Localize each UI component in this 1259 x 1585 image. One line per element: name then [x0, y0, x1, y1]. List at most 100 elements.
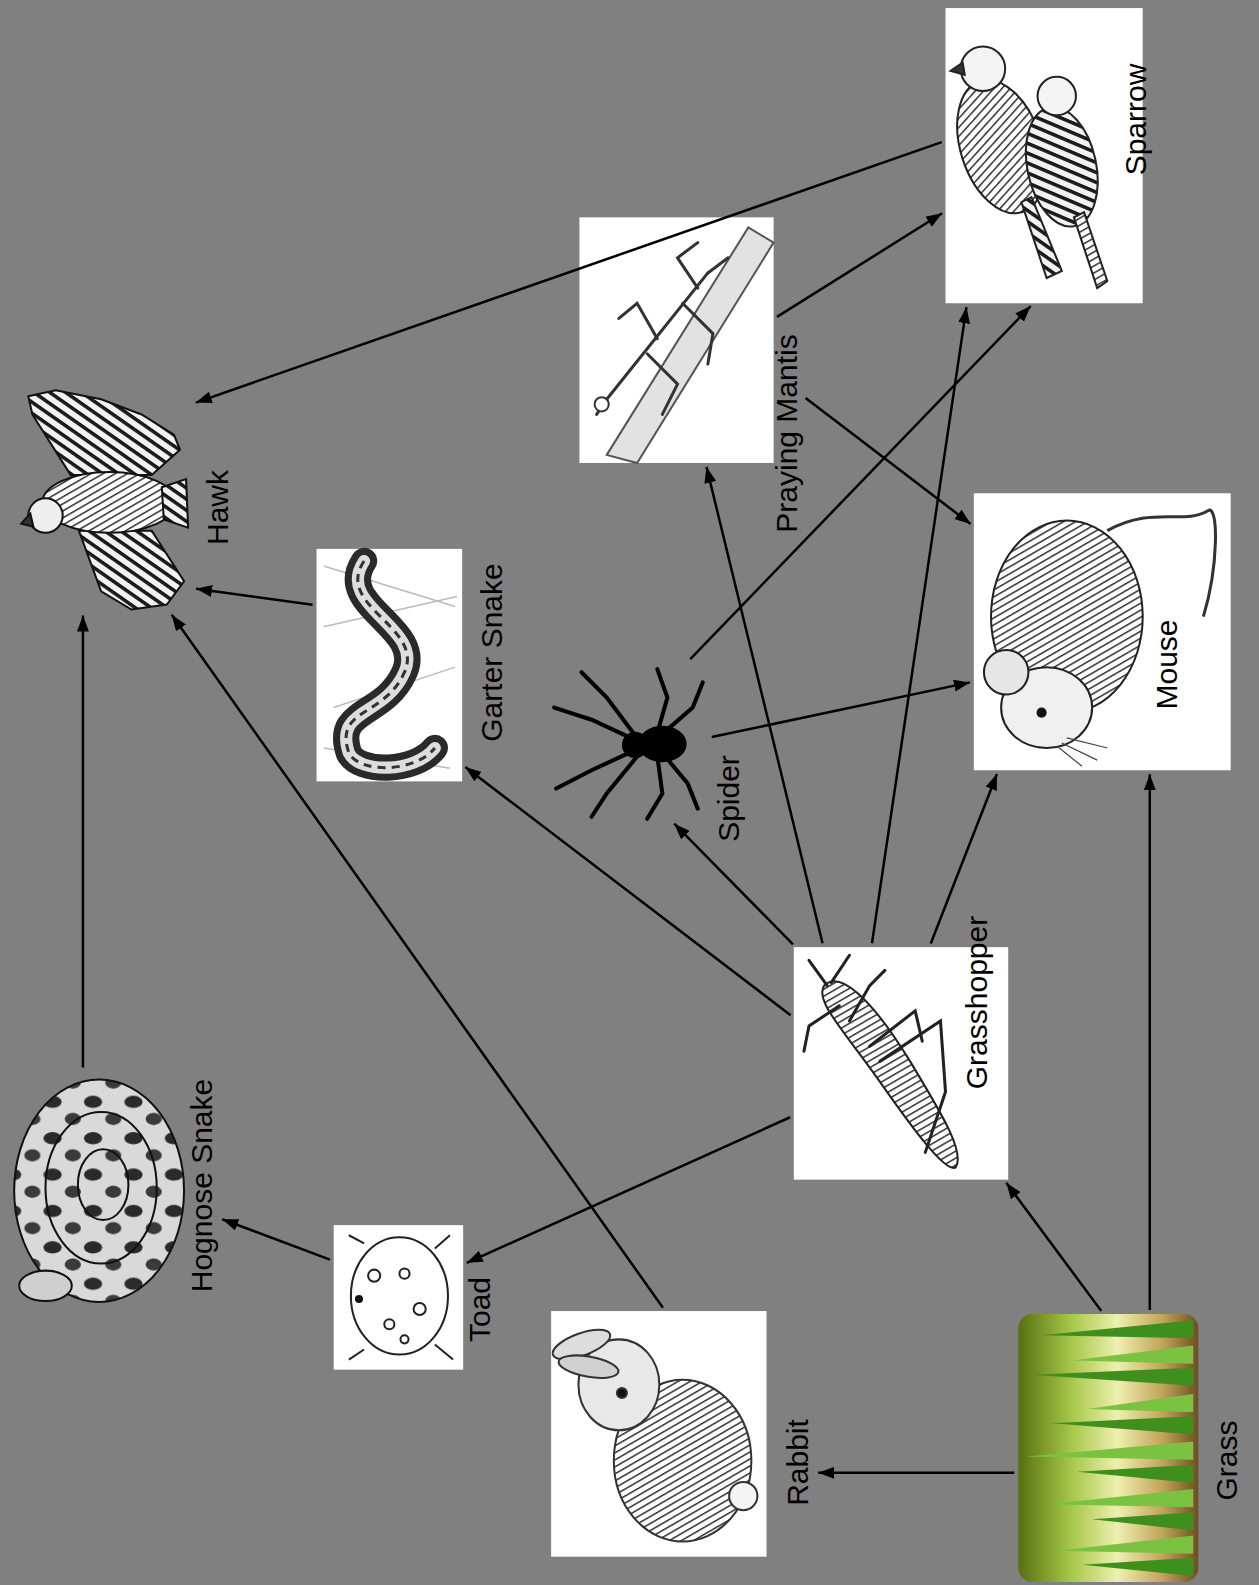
organism-name: Grass	[1209, 1421, 1242, 1501]
mantis-drawing-part-part	[619, 303, 657, 338]
toad-drawing-part	[334, 1225, 463, 1370]
sparrow-drawing-part-part	[951, 63, 965, 75]
hognose-snake-drawing-part	[19, 1271, 72, 1301]
organism-node: Spider	[546, 662, 708, 821]
mantis-drawing-part-part	[683, 303, 713, 364]
rabbit-drawing	[549, 1311, 766, 1557]
grass-drawing-part-part	[1052, 1416, 1194, 1434]
grass-drawing-part-part	[1087, 1394, 1193, 1412]
organism-node: Praying Mantis	[579, 217, 773, 463]
food-arrow	[872, 307, 966, 943]
toad-drawing-part-part	[400, 1335, 408, 1343]
hognose-snake-drawing-part	[46, 1112, 157, 1264]
mouse-drawing	[974, 493, 1231, 770]
mouse-drawing-part-part	[1057, 738, 1108, 766]
grass-drawing-part-part	[1057, 1535, 1194, 1553]
garter-snake-drawing-part	[346, 561, 435, 768]
food-arrow	[706, 467, 822, 943]
sparrow-drawing-part	[941, 46, 1108, 288]
organism-node: Hognose Snake	[10, 1071, 187, 1309]
grasshopper-drawing-part-part	[849, 970, 884, 1021]
food-arrow	[1149, 774, 1152, 1310]
grass-drawing-part-part	[1042, 1320, 1194, 1338]
garter-snake-drawing-part	[346, 561, 435, 768]
food-arrow	[777, 213, 942, 317]
organism-name: Hawk	[201, 470, 234, 545]
rabbit-drawing-part-part	[729, 1482, 757, 1510]
mantis-drawing-part	[607, 227, 774, 463]
grasshopper-drawing-part-part	[870, 1011, 923, 1046]
grass-drawing-part-part	[1026, 1441, 1193, 1459]
toad-drawing-part-part	[351, 1237, 448, 1354]
organism-name: Mouse	[1149, 619, 1182, 709]
grasshopper-drawing-part	[804, 955, 946, 1152]
rabbit-drawing-part-part	[557, 1351, 620, 1381]
mantis-drawing-part-part	[708, 258, 728, 273]
spider-drawing-part	[624, 734, 646, 756]
organism-name: Garter Snake	[475, 564, 508, 742]
mouse-drawing-part	[984, 650, 1028, 694]
hognose-snake-drawing-part	[78, 1149, 129, 1220]
rabbit-drawing-part	[549, 1324, 757, 1542]
organism-name: Praying Mantis	[769, 334, 802, 532]
organism-node: Garter Snake	[317, 549, 463, 781]
spider-drawing-part	[592, 754, 640, 817]
hognose-snake-drawing	[14, 1080, 184, 1302]
organism-node: Grasshopper	[794, 947, 1008, 1179]
grass-drawing-part	[1026, 1320, 1193, 1576]
organism-node: Grass	[1018, 1314, 1198, 1582]
sparrow-drawing	[941, 8, 1142, 303]
sparrow-drawing-part-part	[1016, 100, 1108, 233]
garter-snake-drawing-part	[317, 549, 463, 781]
grass-drawing-part-part	[1072, 1345, 1193, 1363]
grass-drawing-part-part	[1031, 1368, 1193, 1386]
hawk-drawing-part	[28, 390, 180, 475]
food-arrow	[196, 589, 312, 605]
organism-name: Spider	[711, 755, 744, 842]
mantis-drawing-part	[595, 397, 609, 411]
grass-drawing-part-part	[1082, 1558, 1193, 1576]
grasshopper-drawing-part-part	[809, 960, 827, 985]
food-arrow	[467, 1117, 790, 1263]
toad-drawing-part-part	[368, 1270, 380, 1282]
grass-drawing-part-part	[1077, 1465, 1193, 1483]
spider-drawing-part	[647, 756, 662, 819]
food-arrow	[82, 616, 85, 1068]
organism-name: Sparrow	[1119, 63, 1152, 175]
connector-group	[83, 142, 1150, 1473]
food-arrow	[806, 398, 971, 524]
garter-snake-drawing	[317, 549, 463, 781]
mouse-drawing-part	[1037, 708, 1047, 718]
organism-node: Mouse	[974, 493, 1231, 770]
grass-drawing-part-part	[1047, 1489, 1194, 1507]
toad-drawing-part	[355, 1295, 363, 1303]
toad-drawing-part-part	[384, 1319, 394, 1329]
grasshopper-drawing-part-part	[880, 1021, 946, 1152]
spider-drawing-part	[662, 682, 702, 734]
food-arrow	[818, 1472, 1014, 1475]
food-arrow	[1006, 1183, 1101, 1311]
organism-node: Sparrow	[946, 8, 1143, 303]
spider-drawing-part	[657, 669, 667, 733]
hawk-drawing-part	[79, 531, 184, 610]
organism-name: Hognose Snake	[185, 1079, 218, 1293]
grasshopper-drawing-part	[822, 981, 958, 1168]
organism-node: Rabbit	[551, 1311, 766, 1557]
food-arrow	[222, 1219, 330, 1259]
spider-drawing	[554, 669, 703, 819]
mantis-drawing-part-part	[647, 354, 677, 415]
mouse-drawing-part	[974, 493, 1231, 770]
toad-drawing	[334, 1225, 463, 1370]
spider-drawing-part	[554, 708, 635, 740]
mantis-drawing-part	[579, 217, 773, 463]
sparrow-drawing-part-part	[961, 46, 1005, 90]
organism-name: Toad	[463, 1276, 496, 1341]
grasshopper-drawing-part-part	[831, 955, 849, 982]
hawk-drawing-part	[21, 514, 33, 527]
mantis-drawing-part-part	[678, 243, 698, 288]
mantis-drawing-part-part	[607, 273, 708, 399]
grass-drawing-part-part	[1092, 1512, 1193, 1530]
